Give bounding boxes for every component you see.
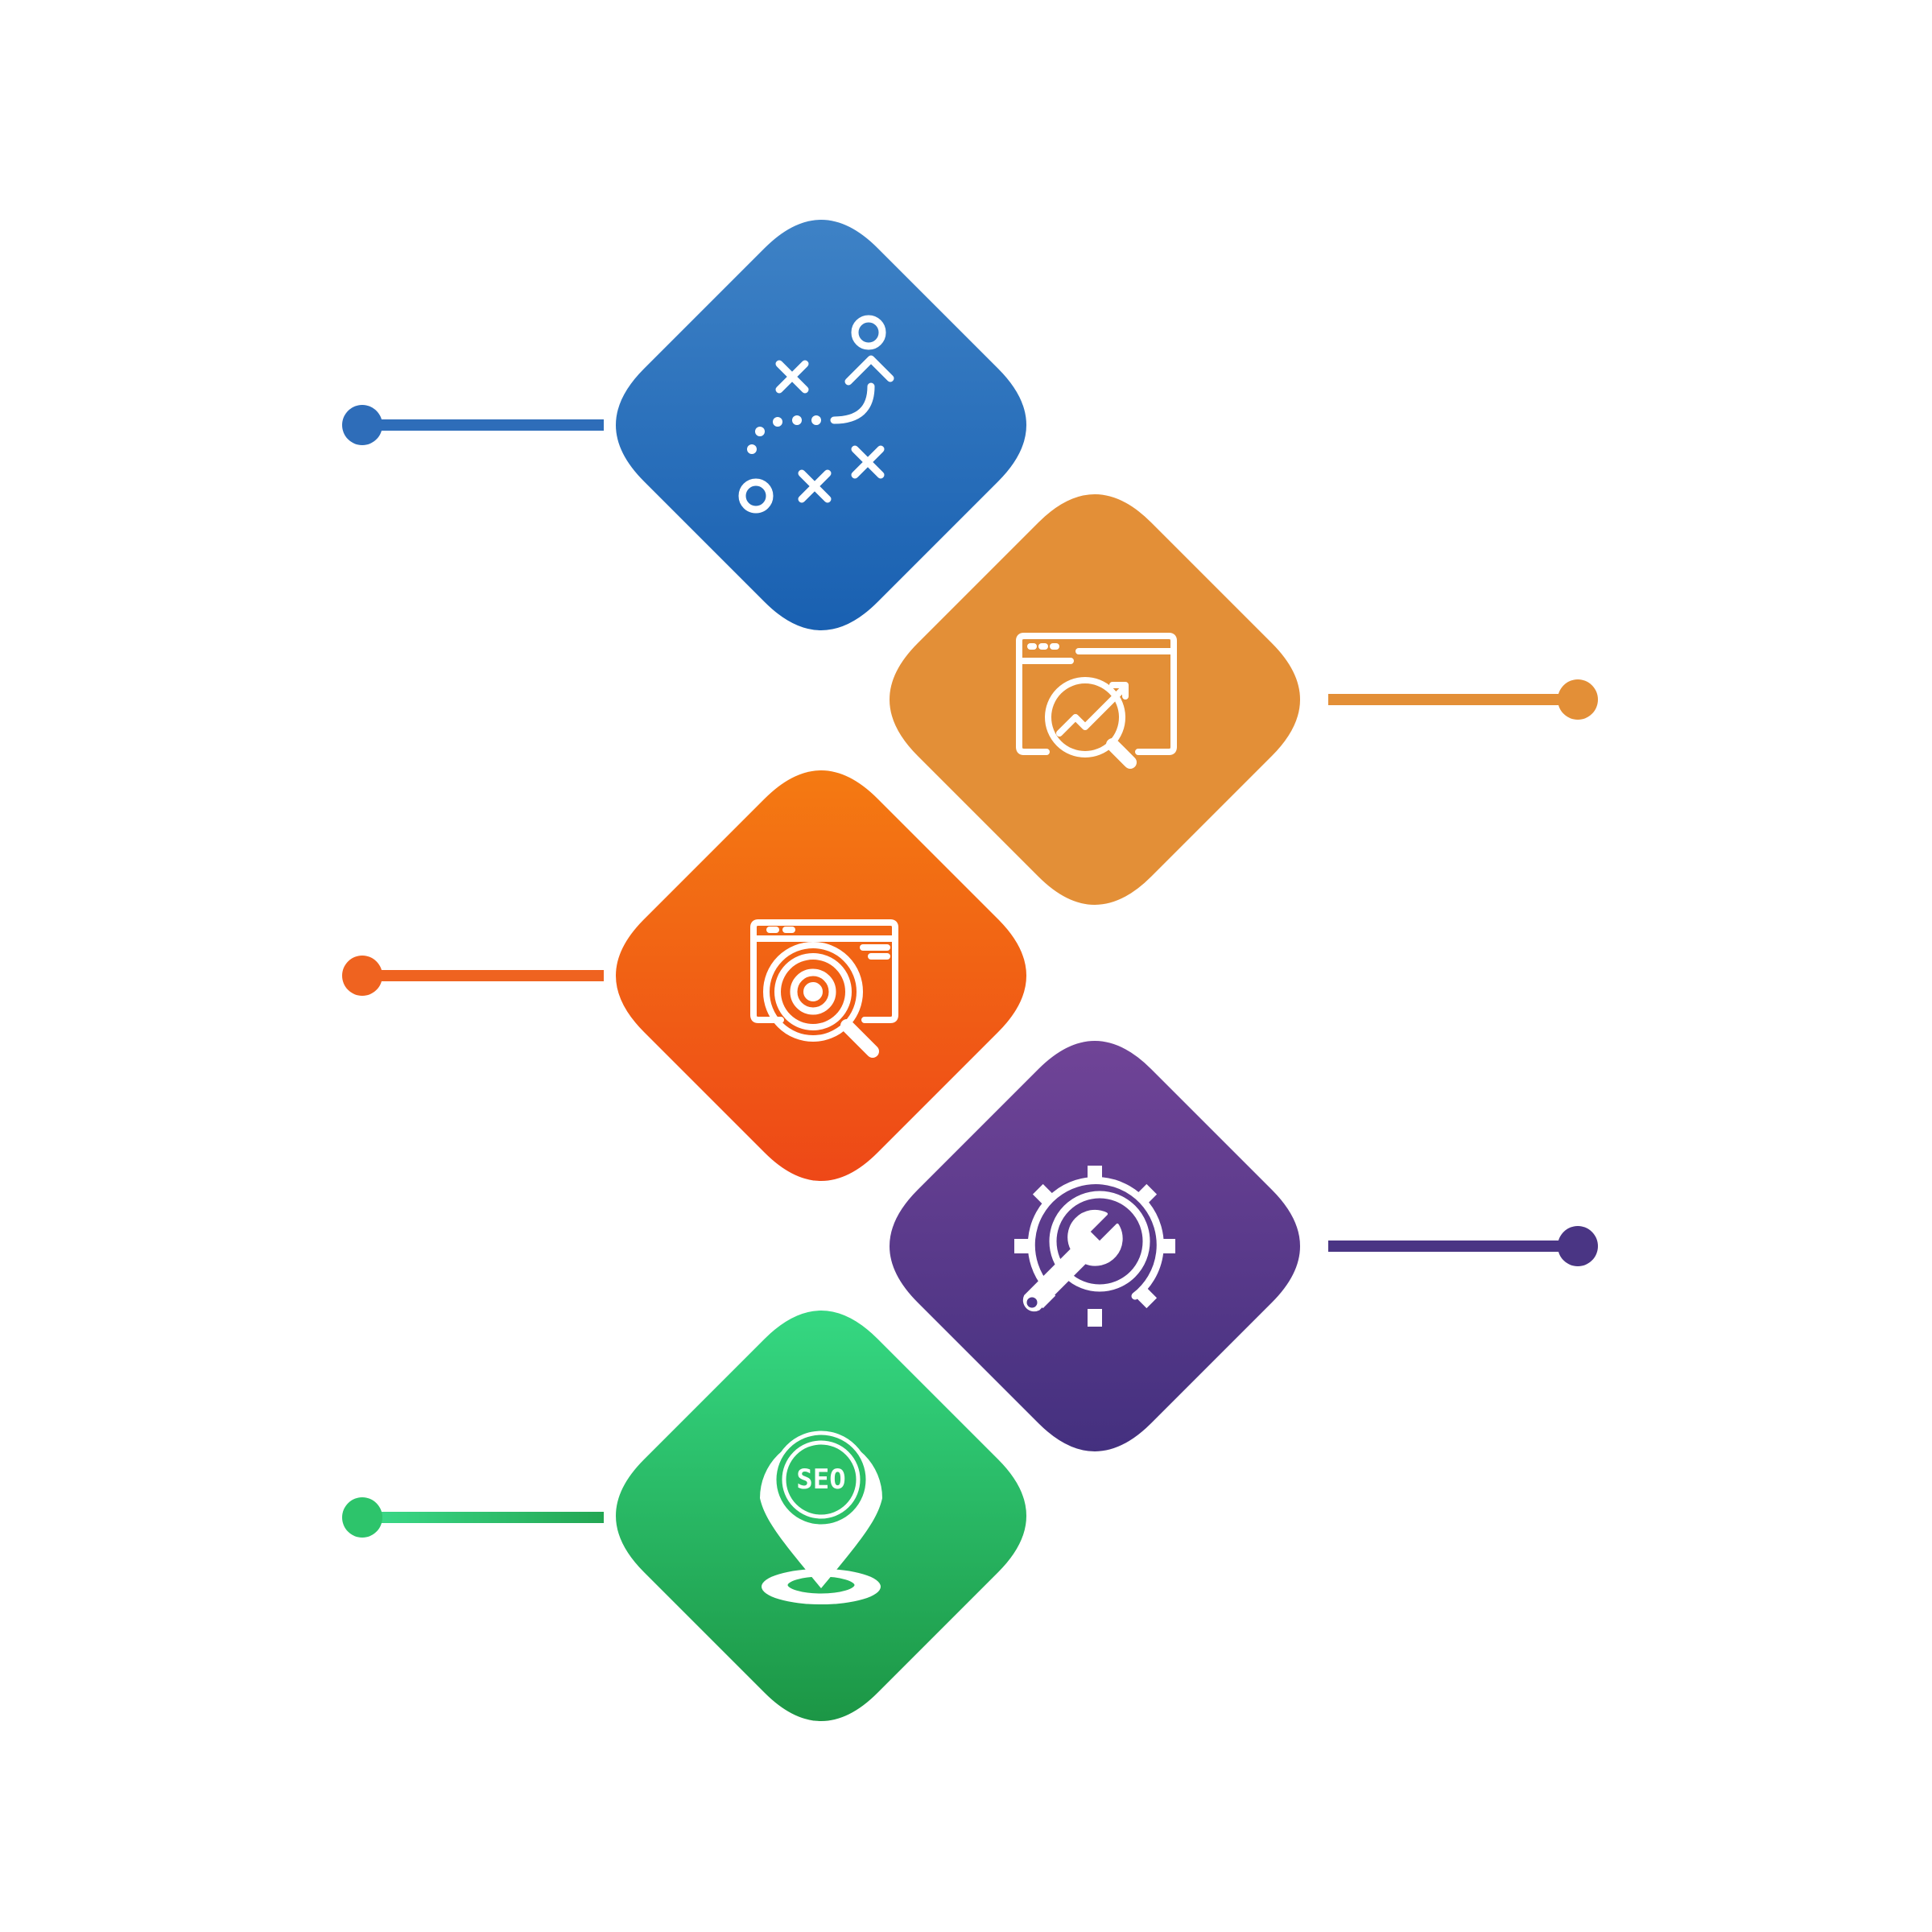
connector-dot — [1558, 679, 1598, 720]
step-optimization — [616, 770, 1026, 1181]
connector-optimization — [342, 956, 604, 996]
step-analytics — [890, 494, 1300, 905]
connector-analytics — [1328, 679, 1598, 720]
connector-dot — [1558, 1226, 1598, 1266]
step-local-seo: SEO — [616, 1311, 1026, 1721]
web-settings-search-icon — [750, 919, 898, 1058]
step-maintenance — [890, 1041, 1300, 1451]
seo-icon-text: SEO — [796, 1463, 845, 1496]
diamond-analytics — [890, 494, 1300, 905]
gear-wrench-icon — [1014, 1166, 1175, 1327]
diamond-strategy — [616, 220, 1026, 630]
seo-location-pin-icon: SEO — [760, 1430, 882, 1604]
web-analytics-search-icon — [1016, 633, 1177, 769]
connector-dot — [342, 1497, 382, 1538]
connector-local-seo — [342, 1497, 604, 1538]
connector-dot — [342, 405, 382, 445]
connector-dot — [342, 956, 382, 996]
step-strategy — [616, 220, 1026, 630]
connector-maintenance — [1328, 1226, 1598, 1266]
strategy-play-icon — [738, 315, 894, 514]
connector-strategy — [342, 405, 604, 445]
